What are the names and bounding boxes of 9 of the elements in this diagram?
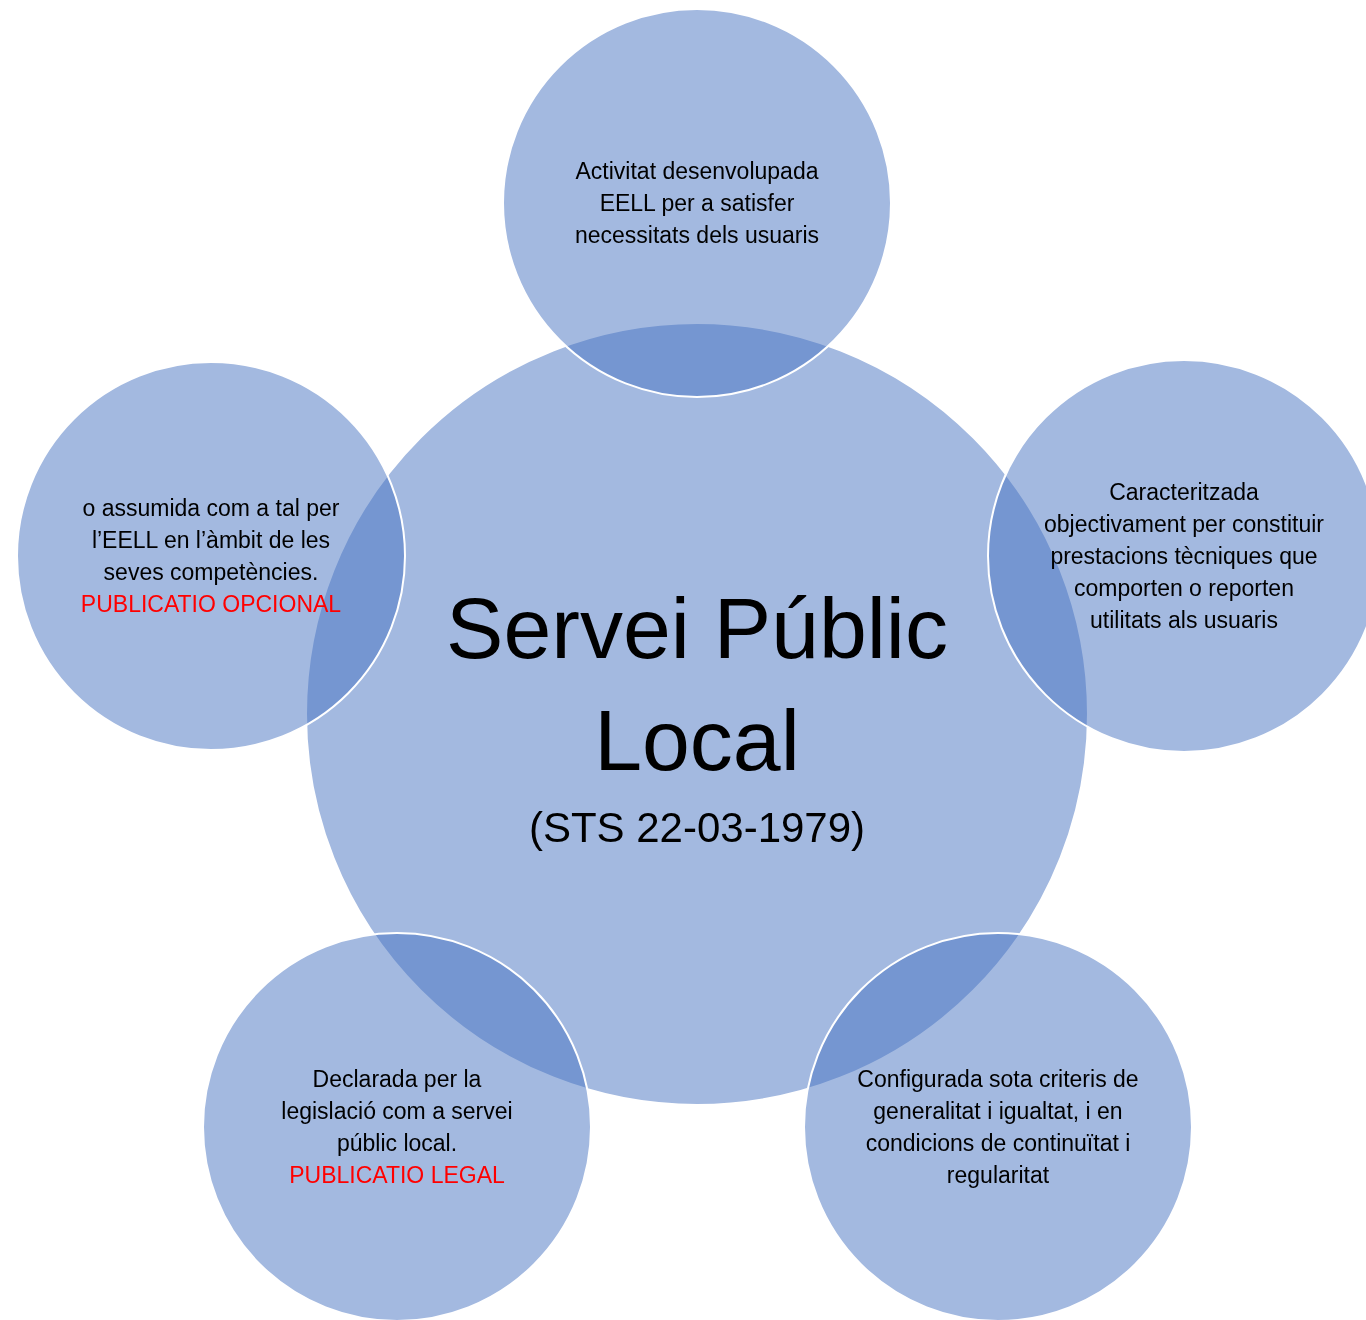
circle-text: Activitat desenvolupada EELL per a satisfer necessitats dels usuaris: [573, 157, 821, 250]
circle-text: Declarada per la legislació com a servei públic local.: [280, 1065, 514, 1158]
highlight-text: PUBLICATIO OPCIONAL: [79, 590, 343, 619]
circle-text: o assumida com a tal per l’EELL en l’àmbit de les seves competències.: [81, 494, 341, 587]
central-subtitle: (STS 22-03-1979): [527, 802, 867, 853]
central-title: Servei Públic Local: [445, 578, 949, 790]
highlight-text: PUBLICATIO LEGAL: [288, 1161, 506, 1190]
circle-text: Caracteritzada objectivament per constituir prestacions tècniques que comporten o reporten utilitats als usuaris: [1043, 478, 1325, 635]
circle-text: Configurada sota criteris de generalitat i igualtat, i en condicions de continuïtat i regularitat: [856, 1065, 1140, 1190]
